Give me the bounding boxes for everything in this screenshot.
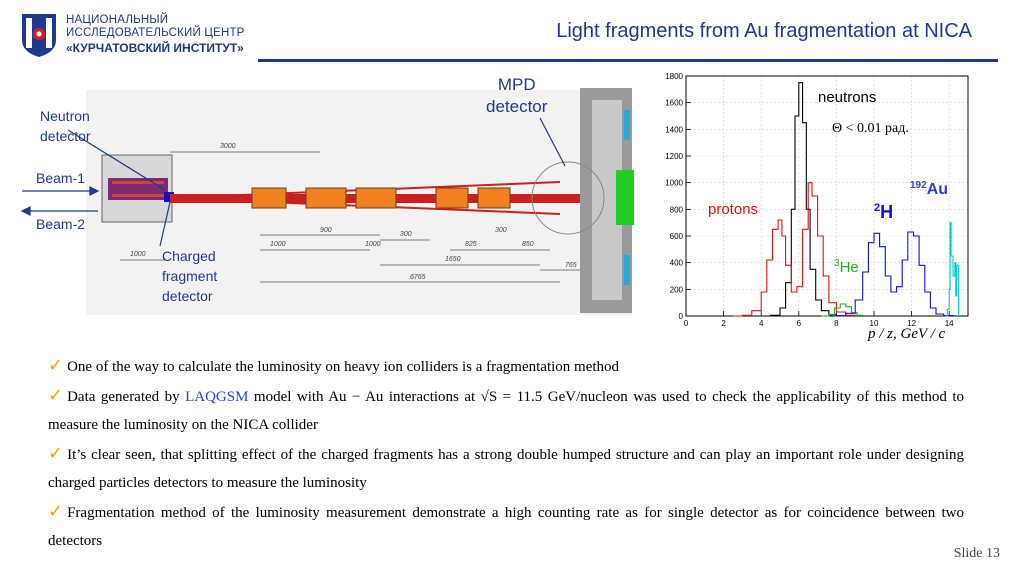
y-tick-label: 0 [679, 312, 684, 321]
deuteron-symbol: H [880, 202, 893, 222]
deuteron-label: 2H [874, 202, 893, 222]
slide-title: Light fragments from Au fragmentation at… [556, 20, 972, 42]
charged-fragment-detector-label: Charged fragment detector [162, 246, 217, 306]
dim-765: 765 [565, 262, 577, 269]
gold-192-label: 192Au [910, 180, 948, 198]
bullet-1: ✓One of the way to calculate the luminos… [48, 352, 964, 382]
x-tick-label: 4 [759, 319, 764, 328]
bullet-3: ✓It’s clear seen, that splitting effect … [48, 440, 964, 498]
charged-line-2: fragment [162, 268, 218, 284]
y-tick-label: 1800 [665, 72, 683, 81]
checkmark-icon: ✓ [48, 384, 64, 406]
momentum-spectrum-chart: 0 2 4 6 8 10 12 14 0 200 400 600 800 1000 1200 1400 1600… [656, 68, 976, 330]
laqgsm-model-name: LAQGSM [185, 388, 249, 405]
bullet-4: ✓Fragmentation method of the luminosity … [48, 498, 964, 556]
mpd-line-2: detector [486, 97, 548, 116]
x-tick-label: 10 [870, 319, 879, 328]
logo-line-3: «КУРЧАТОВСКИЙ ИНСТИТУТ» [66, 41, 244, 55]
series-3He-line [821, 303, 864, 317]
charged-line-3: detector [162, 288, 213, 304]
y-tick-label: 800 [670, 205, 684, 214]
gold-mass-number: 192 [910, 180, 927, 191]
x-tick-label: 12 [907, 319, 916, 328]
beam-1-label: Beam-1 [36, 170, 86, 186]
spectrum-svg: 0 2 4 6 8 10 12 14 0 200 400 600 800 1000 1200 1400 1600… [665, 72, 969, 328]
beam-2-label: Beam-2 [36, 216, 86, 232]
dim-300-a: 300 [400, 231, 412, 238]
dim-300-b: 300 [495, 227, 507, 234]
bullet-2: ✓Data generated by LAQGSM model with Au … [48, 382, 964, 440]
plot-frame [685, 75, 969, 317]
series-neutrons-line [761, 82, 847, 317]
y-tick-label: 1400 [665, 125, 683, 134]
bullet-3-text: It’s clear seen, that splitting effect o… [48, 446, 964, 492]
charged-fragment-detector-mark [164, 192, 174, 202]
x-tick-label: 8 [834, 319, 839, 328]
slide-number: Slide 13 [953, 546, 1000, 561]
detector-layout-diagram: 3000 900 1000 300 1000 825 300 850 1000 … [20, 70, 660, 320]
x-tick-label: 2 [721, 319, 726, 328]
x-axis-text: p / z, GeV / c [868, 326, 946, 342]
dim-900: 900 [320, 227, 332, 234]
bullet-2-text-b: model with Au − Au interactions at √S = … [48, 388, 964, 434]
x-tick-label: 0 [684, 319, 689, 328]
y-tick-label: 600 [670, 232, 684, 241]
neutron-detector-label: Neutron detector [40, 106, 91, 146]
checkmark-icon: ✓ [48, 355, 64, 376]
neutrons-label: neutrons [818, 89, 876, 106]
checkmark-icon: ✓ [48, 442, 64, 464]
series-2H-line [832, 231, 954, 317]
logo-line-1: НАЦИОНАЛЬНЫЙ [66, 14, 169, 26]
y-tick-label: 1200 [665, 152, 683, 161]
logo-line-2: ИССЛЕДОВАТЕЛЬСКИЙ ЦЕНТР [66, 27, 245, 39]
checkmark-icon: ✓ [48, 500, 64, 522]
dim-3000: 3000 [220, 143, 236, 150]
x-tick-label: 14 [945, 319, 954, 328]
bullet-2-text-a: Data generated by [67, 388, 186, 405]
helium-symbol: He [840, 259, 859, 276]
bullet-list: ✓One of the way to calculate the luminos… [48, 352, 964, 556]
mpd-detector-label: MPD detector [486, 74, 547, 118]
y-tick-label: 1000 [665, 179, 683, 188]
y-tick-label: 1600 [665, 99, 683, 108]
dim-1000-b: 1000 [365, 241, 381, 248]
dim-1000-c: 1000 [130, 251, 146, 258]
neutron-line-2: detector [40, 128, 91, 144]
plot-x-axis-label: p / z, GeV / c [868, 326, 945, 343]
gold-symbol: Au [927, 181, 948, 198]
dim-1000-a: 1000 [270, 241, 286, 248]
title-divider [258, 59, 998, 62]
kurchatov-emblem-icon [22, 14, 56, 57]
helium-3-label: 3He [834, 258, 859, 276]
y-tick-label: 400 [670, 259, 684, 268]
dim-850: 850 [522, 241, 534, 248]
x-tick-label: 6 [797, 319, 802, 328]
dim-825: 825 [465, 241, 477, 248]
beamline-drawing: 3000 900 1000 300 1000 825 300 850 1000 … [20, 88, 634, 315]
theta-cut-label: Θ < 0.01 рад. [832, 121, 909, 136]
deuteron-mass-number: 2 [874, 202, 880, 214]
dim-6765: 6765 [410, 274, 426, 281]
bullet-1-text: One of the way to calculate the luminosi… [67, 359, 620, 375]
dim-1650: 1650 [445, 256, 461, 263]
charged-line-1: Charged [162, 248, 216, 264]
series-192Au-line [945, 222, 960, 317]
series-protons-line [733, 182, 856, 317]
mpd-line-1: MPD [497, 75, 536, 94]
neutron-line-1: Neutron [40, 108, 90, 124]
helium-mass-number: 3 [834, 258, 840, 269]
protons-label: protons [708, 201, 758, 218]
y-tick-label: 200 [670, 285, 684, 294]
bullet-4-text: Fragmentation method of the luminosity m… [48, 504, 964, 550]
institute-logo: НАЦИОНАЛЬНЫЙ ИССЛЕДОВАТЕЛЬСКИЙ ЦЕНТР «КУ… [20, 12, 270, 62]
